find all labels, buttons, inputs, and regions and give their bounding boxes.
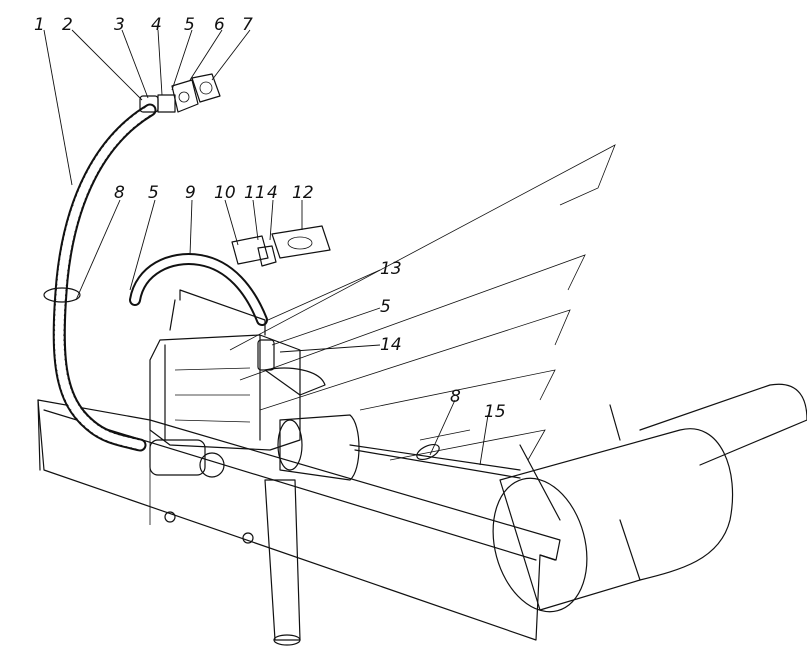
callout-4: 4 — [151, 15, 162, 35]
callout-14: 14 — [380, 335, 402, 355]
callout-6: 6 — [214, 15, 225, 35]
callout-labels: 1 2 3 4 5 6 7 8 5 9 10 11 4 12 13 5 14 8… — [34, 15, 506, 422]
callout-5-right: 5 — [380, 297, 391, 317]
callout-10: 10 — [214, 183, 236, 203]
callout-9: 9 — [185, 183, 196, 203]
callout-4-mid: 4 — [267, 183, 278, 203]
callout-1: 1 — [34, 15, 45, 35]
callout-11: 11 — [244, 183, 266, 203]
callout-5: 5 — [184, 15, 195, 35]
muffler — [492, 383, 807, 613]
inlet-flange-parts — [231, 225, 331, 267]
supply-hose — [129, 253, 268, 336]
callout-8-bottom: 8 — [450, 387, 461, 407]
callout-2: 2 — [62, 15, 73, 35]
callout-13: 13 — [380, 259, 402, 279]
exhaust-pipe — [277, 414, 521, 481]
callout-3: 3 — [114, 15, 125, 35]
callout-8-top: 8 — [114, 183, 125, 203]
cable-tie — [416, 443, 440, 461]
heater-unit — [149, 334, 326, 451]
outlet-flange-assembly — [157, 73, 221, 113]
vertical-tube — [264, 479, 301, 646]
corrugated-hose — [43, 95, 159, 452]
perspective-guides — [229, 144, 616, 461]
callout-12: 12 — [292, 183, 314, 203]
leader-lines — [43, 29, 489, 466]
callout-15: 15 — [484, 402, 506, 422]
callout-5-mid: 5 — [148, 183, 159, 203]
fuel-pump — [149, 439, 225, 478]
callout-7: 7 — [242, 15, 253, 35]
